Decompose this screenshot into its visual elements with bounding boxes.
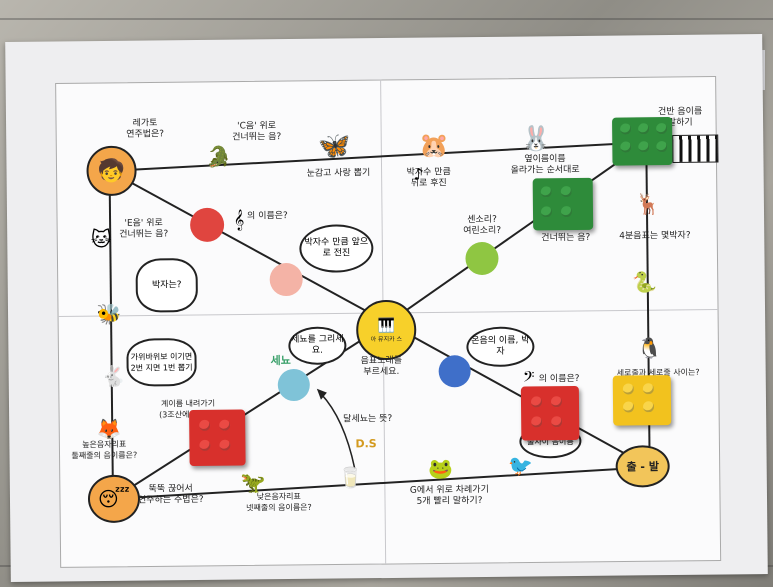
deer-icon: 🦌 [635, 192, 661, 217]
floor-seam [0, 18, 773, 20]
beats-bubble[interactable]: 박자는? [135, 257, 199, 313]
e-jump-label: 'E음' 위로 건너뛰는 음? [119, 218, 169, 240]
path-bottom [112, 466, 650, 500]
staccato-avatar-space[interactable]: 😴 [87, 474, 141, 524]
diagonal-top-right [387, 141, 647, 324]
blue-chip[interactable] [277, 368, 310, 402]
diagonal-top-left [109, 170, 389, 324]
g-jump-label: G에서 위로 차례가기 5개 빨리 말하기? [409, 484, 489, 507]
segno-label: 세뇨 [270, 354, 291, 368]
frog-icon: 🐸 [428, 456, 454, 481]
butterfly-label: 눈감고 사랑 뽑기 [306, 168, 371, 179]
hamster-label: 박자수 만큼 뒤로 후진 [406, 167, 451, 189]
penguin-icon: 🐧 [636, 336, 663, 361]
rabbit-label: 옆이름이름 올라가는 순서대로 [510, 154, 580, 176]
snake-icon: 🐍 [632, 270, 658, 295]
low-note-label: 높은음자리표 둘째줄의 음이름은? [71, 439, 138, 461]
hamster-icon: 🐹 [419, 131, 450, 160]
sing-note-label: 음표노래를 부르세요. [360, 355, 403, 378]
rabbit-icon: 🐰 [521, 124, 552, 153]
sleeping-icon: 😴 [97, 486, 131, 512]
bass-name-label: 의 이름은? [538, 373, 580, 385]
c-jump-label: 'C음' 위로 건너뛰는 음? [232, 121, 282, 143]
segno-arrow [320, 393, 356, 469]
cat-icon: 🐱 [90, 226, 112, 252]
red-chip[interactable] [189, 207, 225, 243]
crocodile-icon: 🐊 [205, 144, 231, 169]
loud-soft-label: 센소리? 여린소리? [463, 214, 502, 237]
segno-arrow-head [316, 388, 327, 400]
ds-label: D.S [355, 437, 377, 451]
bee-icon: 🐝 [96, 301, 122, 327]
child-icon: 🧒 [97, 158, 126, 184]
butterfly-icon: 🦋 [317, 131, 351, 162]
cup-icon: 🥛 [338, 465, 364, 490]
clef-name-label: 의 이름은? [246, 211, 288, 222]
low-clef-label: 낮은음자리표 넷째줄의 음이름은? [246, 491, 312, 513]
center-logo[interactable]: 🎹 아 뮤지카 스 [355, 299, 417, 361]
green-brick[interactable] [612, 116, 673, 166]
rps-bubble[interactable]: 가위바위보 이기면 2번 지면 1번 뽑기 [126, 337, 197, 387]
navy-chip[interactable] [438, 355, 471, 388]
green-chip[interactable] [465, 241, 499, 276]
diagonal-bottom-right [387, 322, 651, 469]
piano-keys-space[interactable] [672, 134, 719, 163]
legato-avatar-space[interactable]: 🧒 [86, 145, 137, 197]
pink-chip[interactable] [269, 262, 303, 297]
piano-icon: 🎹 [377, 317, 395, 334]
ds-question-label: 달세뇨는 뜻? [343, 413, 393, 425]
fourth-count-label: 4분음표는 몇박자? [619, 230, 691, 242]
logo-text: 아 뮤지카 스 [370, 335, 403, 343]
red-brick[interactable] [189, 409, 246, 467]
yellow-brick[interactable] [612, 375, 672, 426]
red-brick[interactable] [520, 385, 580, 441]
legato-label: 레가토 연주법은? [126, 118, 165, 140]
path-left [108, 170, 114, 499]
path-top [109, 141, 647, 172]
game-board: 🎹 아 뮤지카 스 🧒 😴 출 - 발 🐊 🦋 🐹 🐰 🐱 🐝 🐇 🦊 🦖 🥛 … [5, 34, 768, 582]
green-brick[interactable] [532, 177, 594, 231]
staccato-label: 뚝뚝 끊어서 연주하는 주법은? [137, 484, 204, 506]
